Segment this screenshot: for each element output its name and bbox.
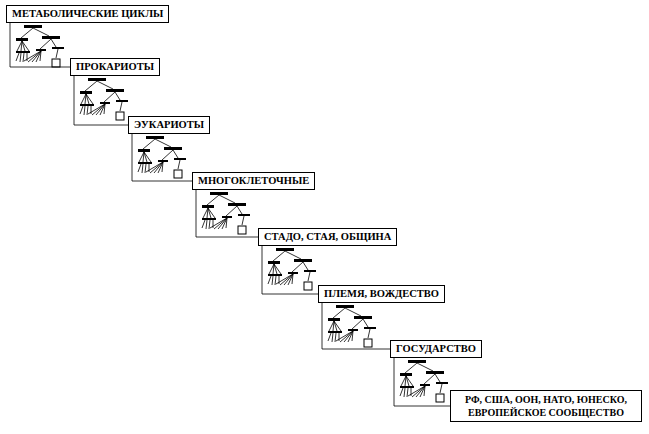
level-connector bbox=[262, 246, 318, 294]
level-box: ПЛЕМЯ, ВОЖДЕСТВО bbox=[318, 285, 445, 303]
level-label: МНОГОКЛЕТОЧНЫЕ bbox=[198, 175, 309, 187]
level-connector bbox=[132, 134, 192, 181]
tree-icon bbox=[202, 192, 250, 234]
tree-icon bbox=[138, 136, 186, 178]
level-box: СТАДО, СТАЯ, ОБЩИНА bbox=[258, 228, 397, 246]
level-label: ГОСУДАРСТВО bbox=[396, 343, 476, 355]
level-connector bbox=[196, 190, 258, 237]
level-label: РФ, США, ООН, НАТО, ЮНЕСКО, ЕВРОПЕЙСКОЕ … bbox=[456, 393, 636, 419]
level-label: ПЛЕМЯ, ВОЖДЕСТВО bbox=[324, 288, 439, 300]
level-label: МЕТАБОЛИЧЕСКИЕ ЦИКЛЫ bbox=[12, 8, 163, 20]
level-box: РФ, США, ООН, НАТО, ЮНЕСКО, ЕВРОПЕЙСКОЕ … bbox=[450, 390, 642, 422]
level-connector bbox=[322, 303, 390, 349]
level-box: МНОГОКЛЕТОЧНЫЕ bbox=[192, 172, 315, 190]
level-box: ЭУКАРИОТЫ bbox=[128, 116, 210, 134]
tree-icon bbox=[328, 305, 376, 347]
level-connector bbox=[10, 23, 70, 67]
tree-icon bbox=[16, 25, 64, 67]
tree-icon bbox=[80, 78, 128, 120]
level-box: ПРОКАРИОТЫ bbox=[70, 58, 160, 76]
tree-icon bbox=[400, 360, 448, 402]
level-label: ПРОКАРИОТЫ bbox=[76, 61, 154, 73]
level-connector bbox=[74, 76, 128, 125]
level-connector bbox=[394, 358, 450, 406]
level-box: МЕТАБОЛИЧЕСКИЕ ЦИКЛЫ bbox=[6, 5, 169, 23]
level-label: СТАДО, СТАЯ, ОБЩИНА bbox=[264, 231, 391, 243]
tree-icon bbox=[268, 248, 316, 290]
level-box: ГОСУДАРСТВО bbox=[390, 340, 482, 358]
level-label: ЭУКАРИОТЫ bbox=[134, 119, 204, 131]
